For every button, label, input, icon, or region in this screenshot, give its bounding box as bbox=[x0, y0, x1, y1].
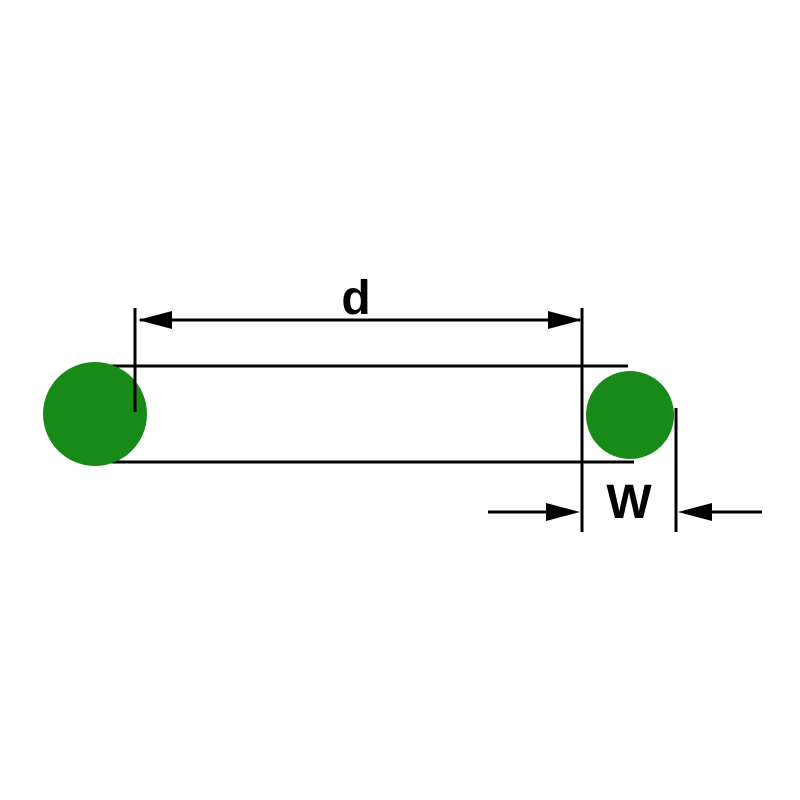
w-arrowhead-right-icon bbox=[678, 503, 712, 521]
cross-section-width-label: W bbox=[606, 476, 652, 529]
w-arrowhead-left-icon bbox=[546, 503, 580, 521]
oring-cross-section-left bbox=[43, 362, 147, 466]
inner-diameter-label: d bbox=[341, 272, 370, 325]
oring-cross-section-right bbox=[586, 371, 674, 459]
d-arrowhead-left-icon bbox=[138, 311, 172, 329]
d-arrowhead-right-icon bbox=[548, 311, 582, 329]
